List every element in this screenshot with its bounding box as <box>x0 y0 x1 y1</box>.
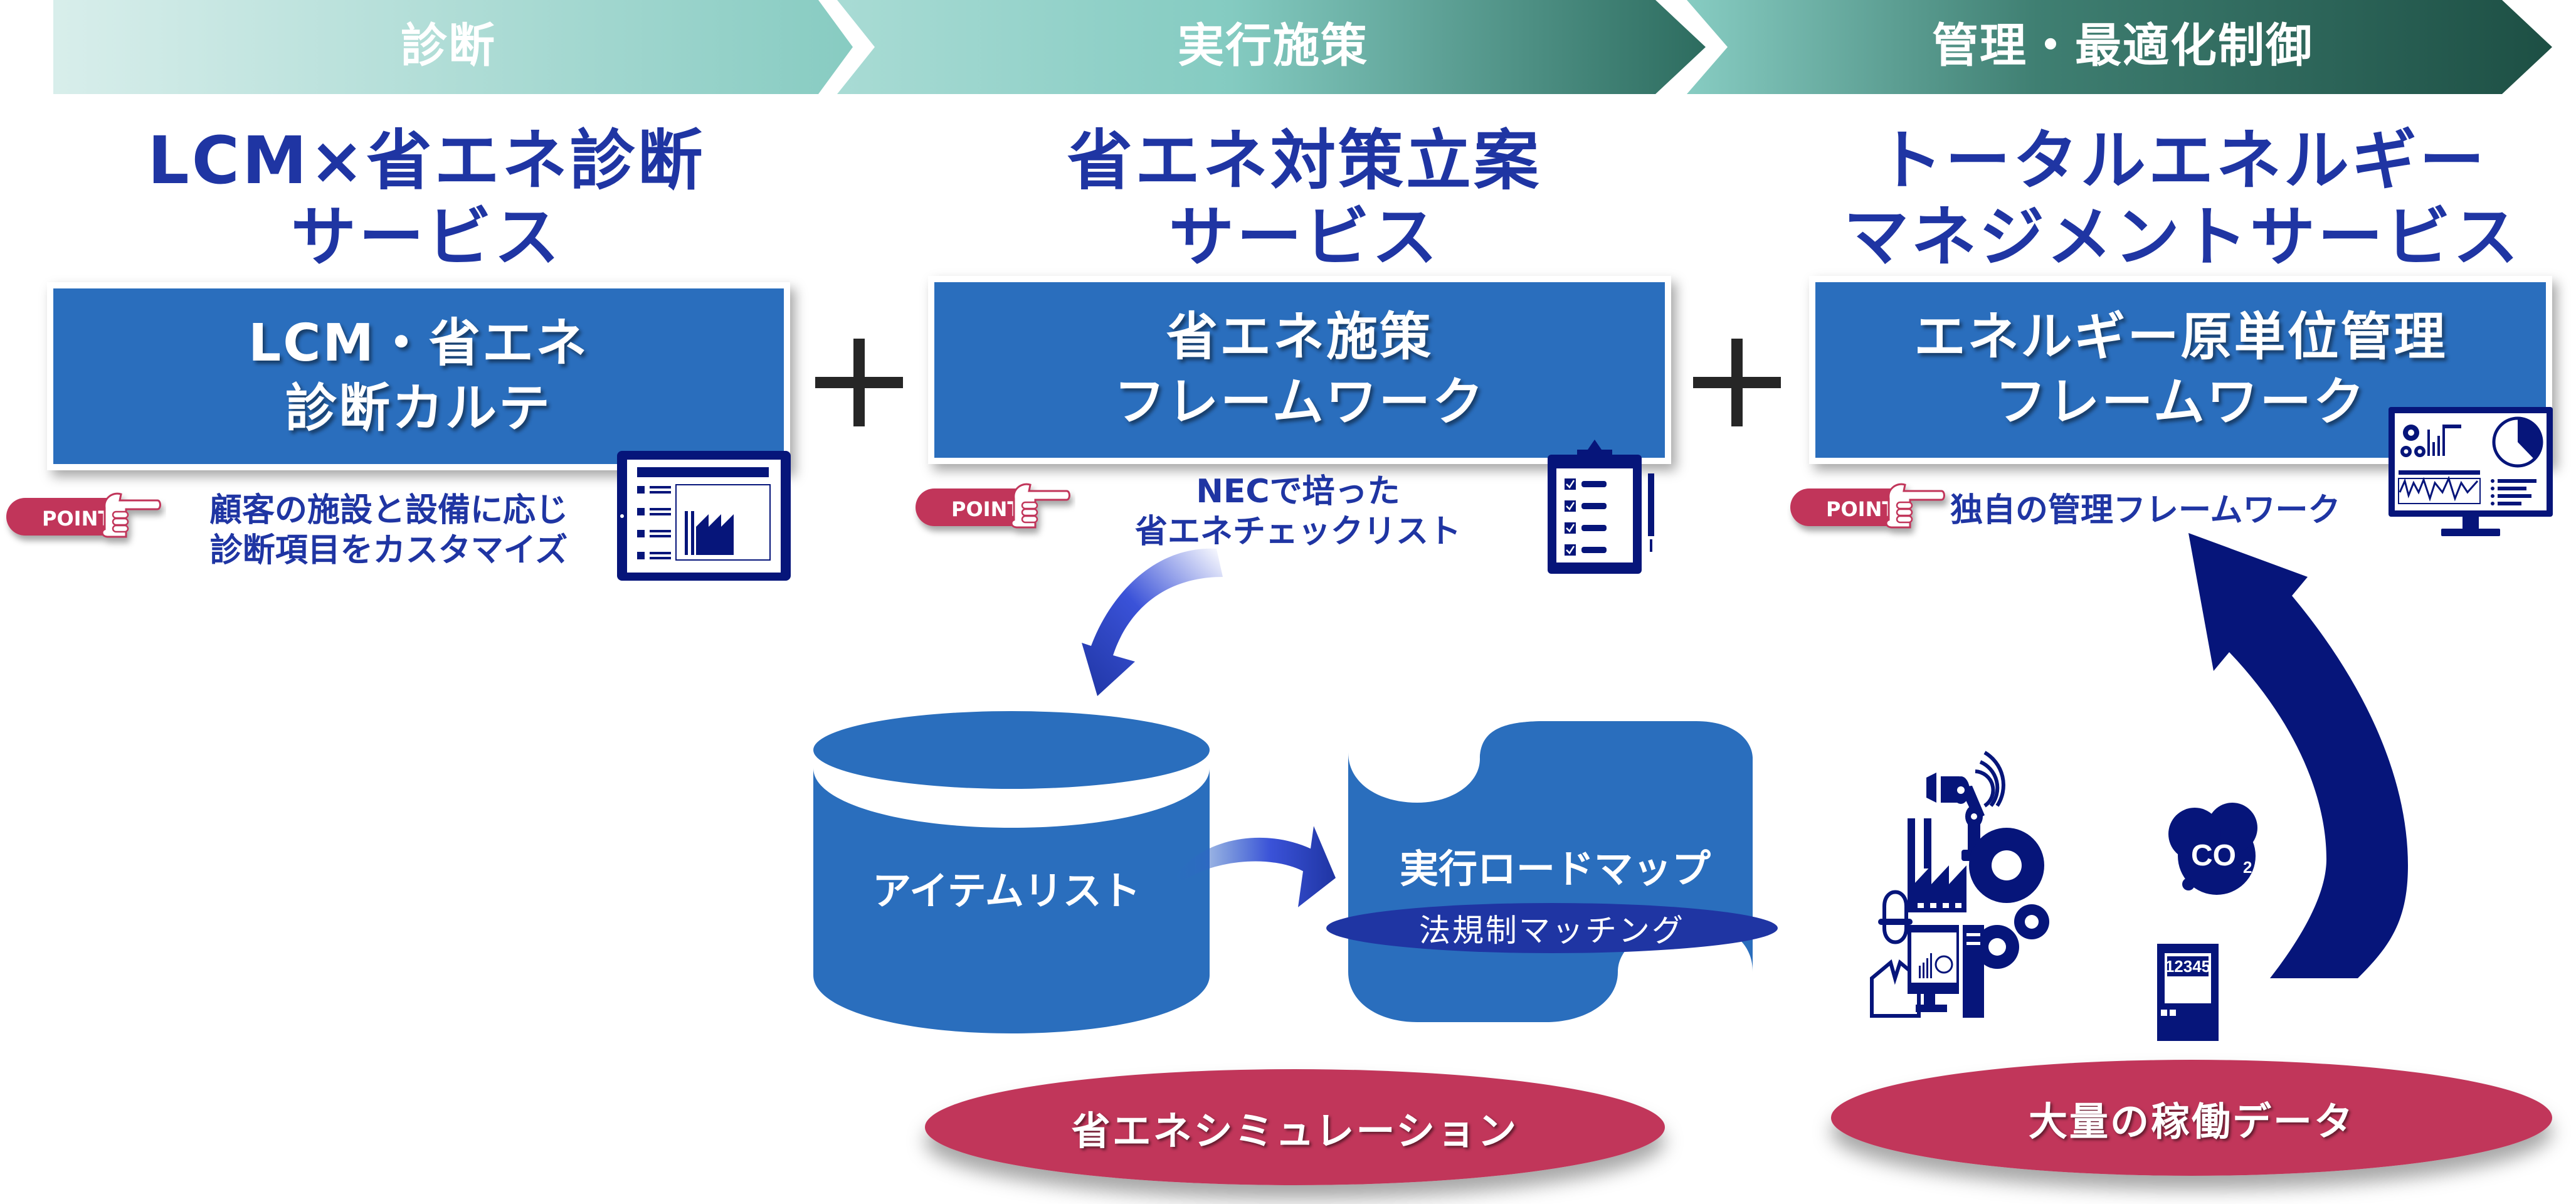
column-1-title: LCM×省エネ診断 サービス <box>50 122 803 275</box>
column-2-box-text: 省エネ施策 フレームワーク <box>934 282 1665 458</box>
monitor-dashboard-icon <box>2389 407 2553 536</box>
regulation-matching-label: 法規制マッチング <box>1419 912 1685 949</box>
column-3-point-text: 独自の管理フレームワーク <box>1950 492 2341 529</box>
banner-stage-management: 管理・最適化制御 <box>1932 19 2313 73</box>
item-list-label: アイテムリスト <box>872 868 1141 914</box>
energy-simulation-pill: 省エネシミュレーション <box>925 1069 1665 1185</box>
column-1-point-text: 顧客の施設と設備に応じ 診断項目をカスタマイズ <box>209 492 568 569</box>
plus-icon <box>815 339 903 426</box>
banner-stage-2-shape <box>837 0 1706 94</box>
process-banner <box>53 0 2552 94</box>
point-badge-3: POINT <box>1790 483 1945 529</box>
column-2-title-line2: サービス <box>1168 199 1440 275</box>
banner-stage-execution: 実行施策 <box>1178 19 1368 73</box>
banner-stage-3-shape <box>1687 0 2552 94</box>
point-badge-2: POINT <box>916 483 1070 529</box>
operations-icon-cluster: 12345 CO 2 <box>1870 751 2257 1041</box>
co2-label: CO <box>2191 839 2236 872</box>
operational-data-pill: 大量の稼働データ <box>1831 1060 2552 1176</box>
column-3-title: トータルエネルギー マネジメントサービス <box>1793 122 2571 275</box>
column-1-box-text: LCM・省エネ 診断カルテ <box>53 288 784 464</box>
clipboard-checklist-icon <box>1548 440 1654 574</box>
robot-arm-icon <box>1926 773 1960 803</box>
banner-stage-diagnosis: 診断 <box>401 19 496 73</box>
energy-simulation-label: 省エネシミュレーション <box>1071 1107 1519 1154</box>
factory-icon <box>1914 865 1966 912</box>
worker-icon <box>1882 890 1908 944</box>
regulation-matching-ellipse: 法規制マッチング <box>1326 903 1778 953</box>
curved-arrow-down-icon <box>1082 548 1223 696</box>
column-1-box: LCM・省エネ 診断カルテ <box>47 282 790 470</box>
meter-value: 12345 <box>2165 957 2210 976</box>
column-3-title-line1: トータルエネルギー <box>1877 122 2487 199</box>
item-list-cylinder <box>813 711 1210 1033</box>
operational-data-label: 大量の稼働データ <box>2028 1098 2355 1144</box>
big-curved-arrow-up-icon <box>2188 533 2408 978</box>
plus-icon <box>1693 339 1781 426</box>
point-badge-1: POINT <box>6 492 161 538</box>
point-badge-label: POINT <box>42 507 112 531</box>
co2-subscript: 2 <box>2243 858 2252 877</box>
column-2-box: 省エネ施策 フレームワーク <box>928 276 1671 464</box>
column-2-point-text: NECで培った 省エネチェックリスト <box>1134 473 1461 551</box>
column-3-title-line2: マネジメントサービス <box>1843 199 2521 275</box>
column-1-title-line2: サービス <box>290 199 562 275</box>
roadmap-label: 実行ロードマップ <box>1399 846 1711 892</box>
point-badge-label: POINT <box>1826 497 1896 521</box>
arrow-right-icon <box>1173 826 1336 907</box>
column-2-title: 省エネ対策立案 サービス <box>928 122 1681 275</box>
tablet-report-icon <box>617 451 791 581</box>
column-1-title-line1: LCM×省エネ診断 <box>147 122 705 199</box>
point-badge-label: POINT <box>951 497 1021 521</box>
banner-stage-1-shape <box>53 0 853 94</box>
column-2-title-line1: 省エネ対策立案 <box>1067 122 1541 199</box>
